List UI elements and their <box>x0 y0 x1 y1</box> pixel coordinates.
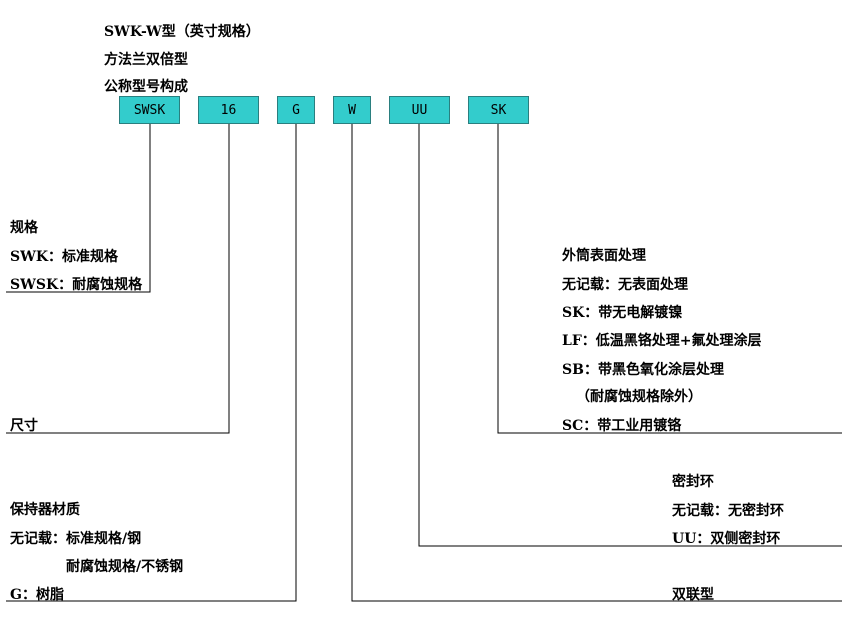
spec-item-1: SWK：标准规格 <box>10 249 119 265</box>
header-line-1: SWK-W型（英寸规格） <box>104 24 260 40</box>
surface-item-1: 无记载：无表面处理 <box>562 277 688 293</box>
surface-item-6: SC：带工业用镀铬 <box>562 418 682 434</box>
line-size <box>6 124 230 434</box>
code-box-swsk: SWSK <box>119 96 180 124</box>
retainer-item-2: 耐腐蚀规格/不锈钢 <box>66 559 184 575</box>
code-box-uu: UU <box>389 96 450 124</box>
surface-item-2: SK：带无电解镀镍 <box>562 305 683 321</box>
surface-item-5: （耐腐蚀规格除外） <box>576 389 702 405</box>
header-line-3: 公称型号构成 <box>104 79 188 95</box>
seal-item-1: 无记载：无密封环 <box>672 503 784 519</box>
surface-title: 外筒表面处理 <box>562 248 646 264</box>
header-line-2: 方法兰双倍型 <box>104 52 188 68</box>
retainer-title: 保持器材质 <box>10 502 80 518</box>
seal-item-2: UU：双侧密封环 <box>672 531 781 547</box>
line-retainer <box>6 124 297 602</box>
line-seal <box>418 124 842 547</box>
double-title: 双联型 <box>672 587 714 603</box>
code-box-w: W <box>333 96 371 124</box>
retainer-item-3: G：树脂 <box>10 587 64 603</box>
line-spec <box>6 124 151 293</box>
surface-item-3: LF：低温黑铬处理+氟处理涂层 <box>562 333 762 349</box>
code-box-16: 16 <box>198 96 259 124</box>
size-title: 尺寸 <box>10 418 38 434</box>
seal-title: 密封环 <box>672 474 714 490</box>
code-box-sk: SK <box>468 96 529 124</box>
line-double <box>351 124 842 602</box>
spec-title: 规格 <box>10 220 38 236</box>
line-surface <box>497 124 842 434</box>
code-box-g: G <box>277 96 315 124</box>
spec-item-2: SWSK：耐腐蚀规格 <box>10 277 143 293</box>
retainer-item-1: 无记载：标准规格/钢 <box>10 531 142 547</box>
surface-item-4: SB：带黑色氧化涂层处理 <box>562 362 724 378</box>
